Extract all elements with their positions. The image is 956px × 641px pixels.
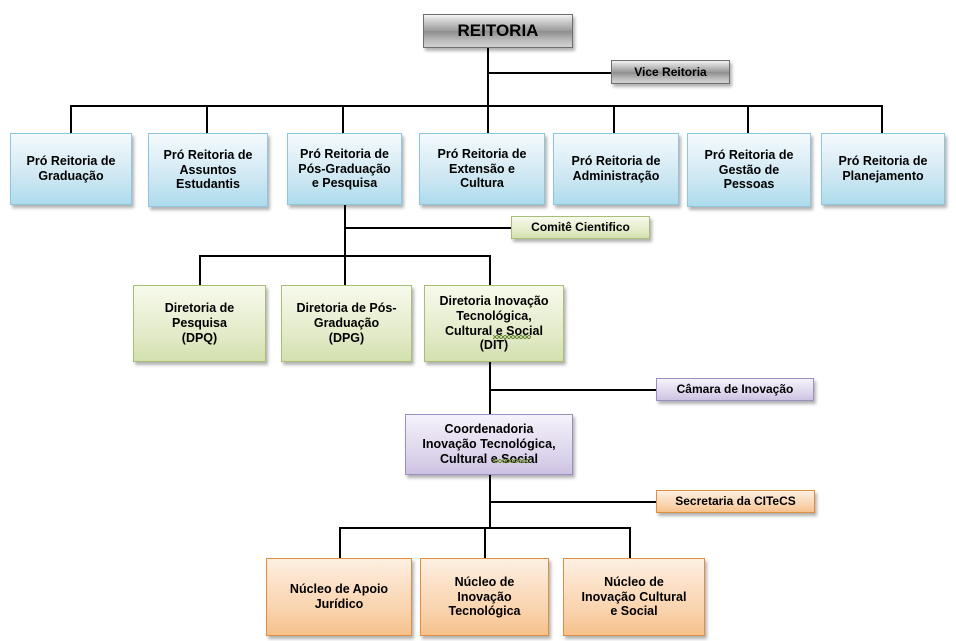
node-pro-reitoria-assuntos-estudantis[interactable]: Pró Reitoria de Assuntos Estudantis <box>148 133 268 207</box>
node-diretoria-inovacao-tecnologica-label: Diretoria Inovação Tecnológica, Cultural… <box>439 294 549 353</box>
node-reitoria-label: REITORIA <box>457 20 539 40</box>
node-nucleo-inovacao-tecnologica[interactable]: Núcleo de Inovação Tecnológica <box>420 558 549 636</box>
node-comite-cientifico-label: Comitê Cientifico <box>531 220 630 235</box>
node-pro-reitoria-pos-graduacao-pesquisa[interactable]: Pró Reitoria de Pós-Graduação e Pesquisa <box>287 133 402 205</box>
node-pro-reitoria-gestao-pessoas[interactable]: Pró Reitoria de Gestão de Pessoas <box>687 133 811 207</box>
connector-pro-reitoria-bus <box>70 105 883 107</box>
node-pro-reitoria-graduacao-label: Pró Reitoria de Graduação <box>26 154 116 183</box>
node-secretaria-citecs-label: Secretaria da CITeCS <box>675 494 796 509</box>
node-pro-reitoria-assuntos-estudantis-label: Pró Reitoria de Assuntos Estudantis <box>163 147 253 192</box>
connector-drop-dir-1 <box>199 255 201 285</box>
node-comite-cientifico[interactable]: Comitê Cientifico <box>511 216 650 239</box>
node-diretoria-pesquisa[interactable]: Diretoria de Pesquisa (DPQ) <box>133 285 266 362</box>
node-diretoria-pos-graduacao[interactable]: Diretoria de Pós- Graduação (DPG) <box>281 285 412 362</box>
connector-reitoria-vertical <box>487 48 489 106</box>
connector-ppg-vertical <box>344 205 346 287</box>
connector-drop-pr-7 <box>881 105 883 133</box>
connector-vice-reitoria <box>487 72 612 74</box>
node-pro-reitoria-extensao-cultura-label: Pró Reitoria de Extensão e Cultura <box>437 146 527 191</box>
connector-drop-nuc-2 <box>484 527 486 558</box>
connector-drop-dir-3 <box>489 255 491 285</box>
node-vice-reitoria[interactable]: Vice Reitoria <box>611 60 730 84</box>
connector-drop-pr-6 <box>747 105 749 133</box>
connector-secretaria <box>489 501 656 503</box>
node-camara-inovacao-label: Câmara de Inovação <box>676 382 794 397</box>
node-pro-reitoria-graduacao[interactable]: Pró Reitoria de Graduação <box>10 133 132 205</box>
connector-drop-pr-3 <box>342 105 344 133</box>
node-nucleo-inovacao-tecnologica-label: Núcleo de Inovação Tecnológica <box>448 574 521 619</box>
node-pro-reitoria-gestao-pessoas-label: Pró Reitoria de Gestão de Pessoas <box>704 147 794 192</box>
node-diretoria-pesquisa-label: Diretoria de Pesquisa (DPQ) <box>164 301 235 345</box>
node-pro-reitoria-planejamento-label: Pró Reitoria de Planejamento <box>838 154 928 183</box>
connector-comite <box>344 227 511 229</box>
connector-drop-nuc-3 <box>629 527 631 558</box>
node-coordenadoria-citecs[interactable]: Coordenadoria Inovação Tecnológica, Cult… <box>405 414 573 475</box>
node-coordenadoria-citecs-label: Coordenadoria Inovação Tecnológica, Cult… <box>422 422 556 466</box>
connector-dit-vertical <box>489 362 491 414</box>
connector-drop-dir-2 <box>344 255 346 285</box>
node-pro-reitoria-planejamento[interactable]: Pró Reitoria de Planejamento <box>821 133 945 205</box>
node-nucleo-inovacao-cultural-social-label: Núcleo de Inovação Cultural e Social <box>581 574 687 619</box>
node-vice-reitoria-label: Vice Reitoria <box>634 64 707 79</box>
connector-drop-pr-1 <box>70 105 72 133</box>
connector-camara <box>489 389 656 391</box>
node-nucleo-apoio-juridico-label: Núcleo de Apoio Jurídico <box>289 582 389 611</box>
node-reitoria[interactable]: REITORIA <box>423 14 573 48</box>
node-diretoria-pos-graduacao-label: Diretoria de Pós- Graduação (DPG) <box>296 301 397 345</box>
node-pro-reitoria-administracao-label: Pró Reitoria de Administração <box>571 154 661 183</box>
connector-drop-pr-2 <box>206 105 208 133</box>
connector-drop-pr-4 <box>487 105 489 133</box>
node-pro-reitoria-pos-graduacao-pesquisa-label: Pró Reitoria de Pós-Graduação e Pesquisa <box>298 146 391 191</box>
node-camara-inovacao[interactable]: Câmara de Inovação <box>656 378 814 401</box>
node-pro-reitoria-administracao[interactable]: Pró Reitoria de Administração <box>553 133 679 205</box>
node-nucleo-inovacao-cultural-social[interactable]: Núcleo de Inovação Cultural e Social <box>563 558 705 636</box>
node-secretaria-citecs[interactable]: Secretaria da CITeCS <box>656 490 815 513</box>
connector-drop-pr-5 <box>613 105 615 133</box>
connector-drop-nuc-1 <box>339 527 341 558</box>
node-diretoria-inovacao-tecnologica[interactable]: Diretoria Inovação Tecnológica, Cultural… <box>424 285 564 362</box>
node-nucleo-apoio-juridico[interactable]: Núcleo de Apoio Jurídico <box>266 558 412 636</box>
node-pro-reitoria-extensao-cultura[interactable]: Pró Reitoria de Extensão e Cultura <box>419 133 545 205</box>
